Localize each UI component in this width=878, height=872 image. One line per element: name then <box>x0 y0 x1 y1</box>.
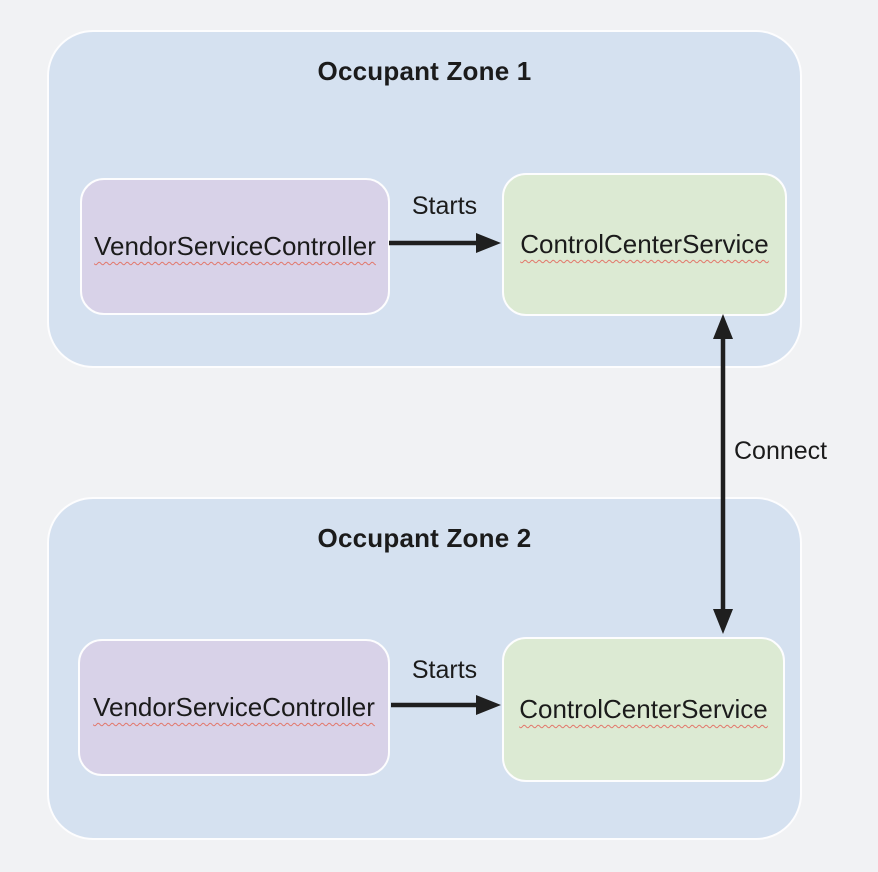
node-label: ControlCenterService <box>520 229 769 259</box>
edge-label-starts-1: Starts <box>411 192 478 220</box>
occupant-zone-1: Occupant Zone 1 VendorServiceController … <box>47 30 802 368</box>
node-vendor-service-controller-1: VendorServiceController <box>80 178 390 315</box>
node-vendor-service-controller-2: VendorServiceController <box>78 639 390 776</box>
occupant-zone-2: Occupant Zone 2 VendorServiceController … <box>47 497 802 840</box>
zone-2-title: Occupant Zone 2 <box>317 523 532 553</box>
node-control-center-service-1: ControlCenterService <box>502 173 787 316</box>
edge-label-starts-2: Starts <box>411 656 478 684</box>
edge-label-connect: Connect <box>734 437 828 465</box>
node-label: ControlCenterService <box>519 694 768 724</box>
node-control-center-service-2: ControlCenterService <box>502 637 785 782</box>
node-label: VendorServiceController <box>94 231 376 261</box>
node-label: VendorServiceController <box>93 692 375 722</box>
zone-1-title: Occupant Zone 1 <box>317 56 532 86</box>
